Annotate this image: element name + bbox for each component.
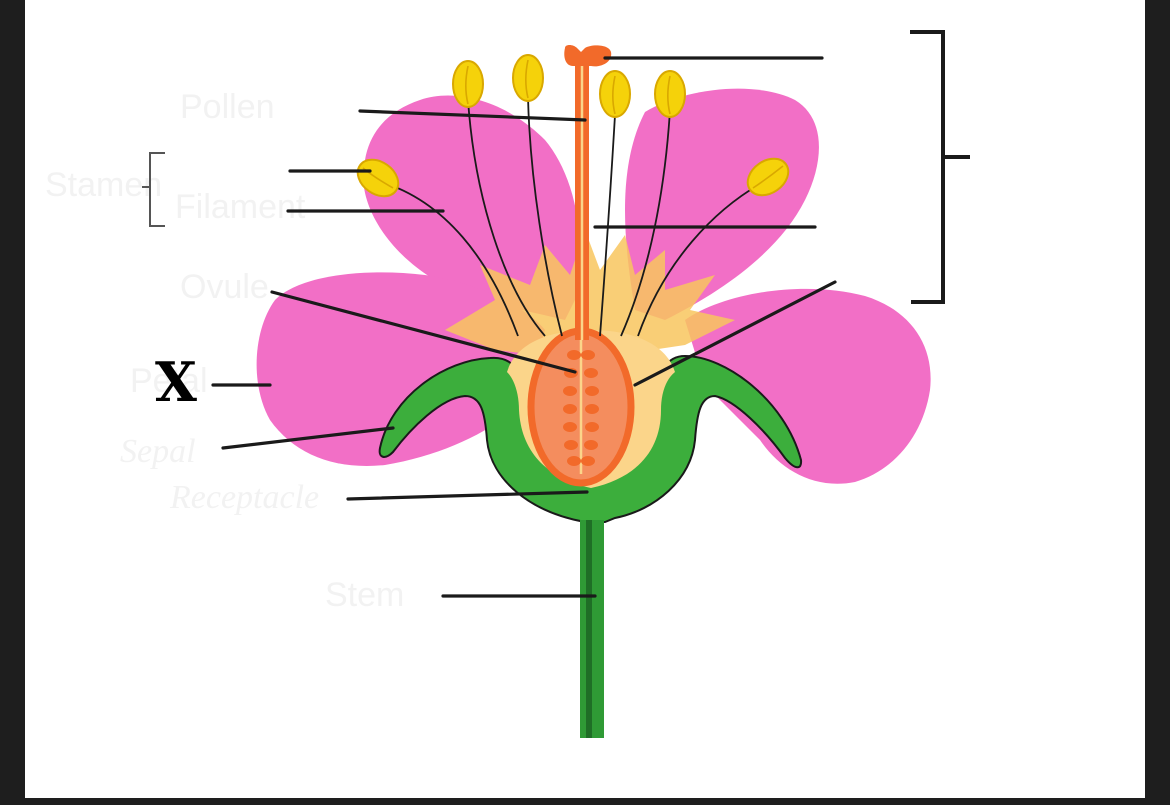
receptacle-glow: [445, 230, 735, 360]
stamen-bracket: [142, 152, 165, 227]
stamens: [356, 54, 790, 337]
faint-label-pollen: Pollen: [180, 88, 275, 126]
stem: [580, 520, 604, 738]
faint-label-filament: Filament: [175, 188, 306, 226]
marker-x-label: X: [155, 350, 197, 414]
leader-receptacle: [346, 490, 589, 501]
faint-label-stamen: Stamen: [45, 166, 162, 204]
anther-1: [452, 60, 484, 108]
faint-label-stem: Stem: [325, 576, 404, 614]
flower-diagram: Pollen Stamen Filament Ovule Petal Sepal…: [45, 30, 970, 738]
pistil-bracket: [910, 30, 970, 304]
petal-right-back: [625, 88, 819, 320]
faint-label-ovule: Ovule: [180, 268, 269, 306]
leader-lines: [211, 56, 837, 598]
petals: [256, 88, 931, 484]
leader-sepal: [221, 426, 395, 450]
anther-4: [654, 70, 686, 118]
leader-ovary: [633, 280, 837, 387]
leader-pollen: [358, 109, 587, 122]
ovules: [563, 350, 599, 466]
petal-right-front: [685, 288, 931, 484]
faint-label-petal: Petal: [130, 362, 208, 400]
petal-left-back: [363, 95, 581, 320]
anther-5: [356, 158, 400, 198]
faint-label-sepal: Sepal: [120, 433, 196, 470]
faint-labels: Pollen Stamen Filament Ovule Petal Sepal…: [45, 88, 404, 614]
anther-6: [746, 157, 790, 197]
faint-label-receptacle: Receptacle: [169, 479, 319, 516]
leader-ovule: [270, 290, 577, 374]
ovary: [527, 327, 635, 487]
anther-3: [599, 70, 631, 118]
pistil-style: [564, 45, 612, 340]
stigma: [564, 45, 612, 67]
diagram-canvas: Pollen Stamen Filament Ovule Petal Sepal…: [25, 0, 1145, 798]
anther-2: [512, 54, 544, 102]
